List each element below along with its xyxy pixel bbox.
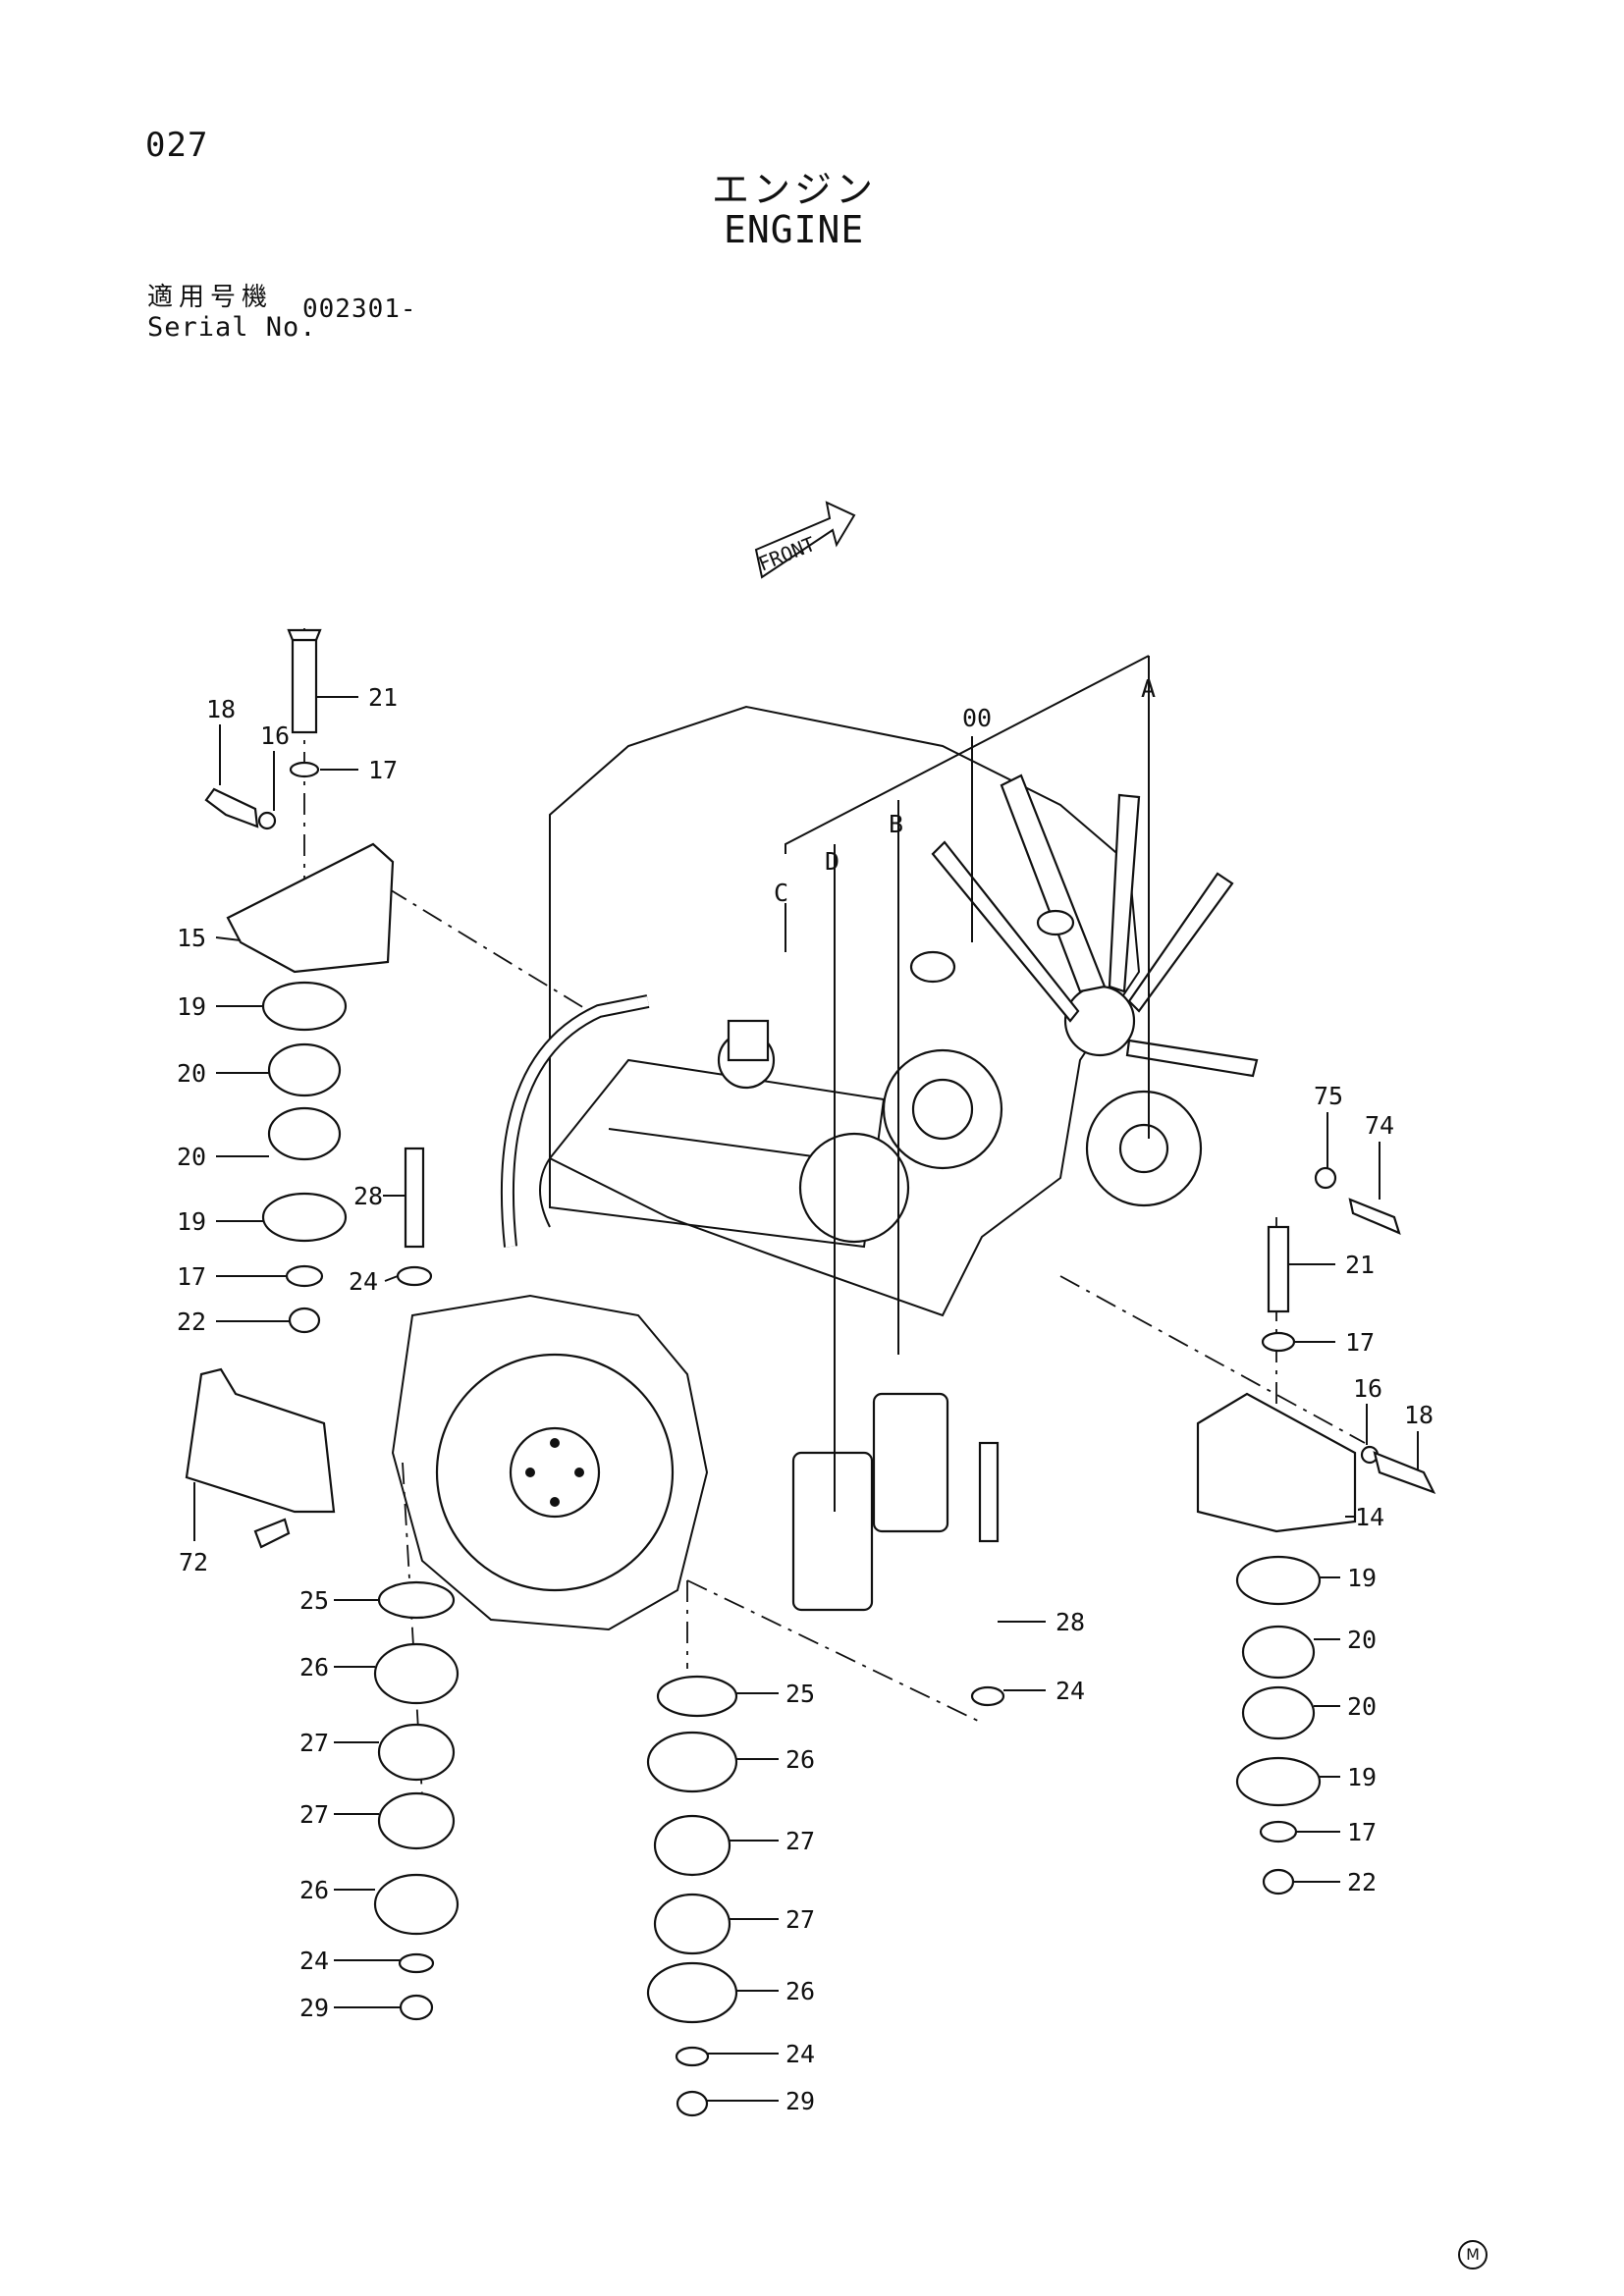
callout-25: 25	[299, 1586, 329, 1615]
page-title-japanese: エンジン	[712, 168, 878, 211]
callout-15: 15	[177, 924, 206, 952]
callout-19d: 19	[1347, 1763, 1377, 1791]
callout-27c: 27	[785, 1827, 815, 1855]
callout-17b: 17	[177, 1262, 206, 1291]
callout-26b: 26	[299, 1876, 329, 1904]
callout-00: 00	[962, 704, 992, 732]
callout-24b: 24	[299, 1947, 329, 1975]
callout-19b: 19	[177, 1207, 206, 1236]
right-mount-stack	[1196, 1166, 1436, 1896]
callout-22: 22	[177, 1308, 206, 1336]
callout-26d: 26	[785, 1977, 815, 2005]
callout-17d: 17	[1347, 1818, 1377, 1846]
callout-72: 72	[179, 1548, 208, 1576]
callout-74: 74	[1365, 1111, 1394, 1140]
callout-21: 21	[368, 683, 398, 712]
callout-14: 14	[1355, 1503, 1384, 1531]
reference-lines: A B C D 00	[774, 655, 1156, 1512]
left-lower-mount-stack	[373, 1580, 460, 2021]
callout-20: 20	[177, 1059, 206, 1088]
callout-D: D	[825, 847, 839, 876]
callout-27b: 27	[299, 1800, 329, 1829]
left-mount-stack	[185, 628, 433, 1549]
callout-20c: 20	[1347, 1626, 1377, 1654]
callout-24d: 24	[785, 2040, 815, 2068]
callout-27d: 27	[785, 1905, 815, 1934]
callout-A: A	[1141, 674, 1156, 703]
callout-C: C	[774, 879, 788, 907]
callout-25b: 25	[785, 1680, 815, 1708]
callout-24c: 24	[1056, 1677, 1085, 1705]
callout-labels: 21 17 18 16 15 19 20 20 19 17 22 28 24 7…	[177, 683, 1434, 2115]
callout-17: 17	[368, 756, 398, 784]
serial-number-value: 002301-	[302, 294, 417, 324]
callout-27: 27	[299, 1729, 329, 1757]
page-number: 027	[145, 126, 209, 165]
callout-16b: 16	[1353, 1374, 1382, 1403]
callout-18: 18	[206, 695, 236, 723]
callout-28b: 28	[1056, 1608, 1085, 1636]
front-arrow-label: FRONT	[755, 532, 819, 576]
callout-17c: 17	[1345, 1328, 1375, 1357]
callout-29b: 29	[785, 2087, 815, 2115]
callout-29: 29	[299, 1994, 329, 2022]
engine-assembly	[391, 705, 1259, 1631]
callout-19: 19	[177, 992, 206, 1021]
fan-icon	[931, 774, 1259, 1078]
callout-20d: 20	[1347, 1692, 1377, 1721]
front-arrow-icon: FRONT	[754, 501, 856, 579]
center-mount-stack	[646, 1441, 1005, 2117]
callout-18b: 18	[1404, 1401, 1434, 1429]
callout-B: B	[889, 810, 903, 838]
callout-26c: 26	[785, 1745, 815, 1774]
callout-75: 75	[1314, 1082, 1343, 1110]
callout-28: 28	[353, 1182, 383, 1210]
callout-16: 16	[260, 721, 290, 750]
callout-22b: 22	[1347, 1868, 1377, 1896]
manufacturer-mark: M	[1458, 2240, 1488, 2269]
serial-label-japanese: 適用号機	[147, 283, 274, 312]
callout-20b: 20	[177, 1143, 206, 1171]
callout-26: 26	[299, 1653, 329, 1682]
page-title: ENGINE	[724, 208, 865, 251]
callout-19c: 19	[1347, 1564, 1377, 1592]
callout-24: 24	[349, 1267, 378, 1296]
serial-label: Serial No.	[147, 312, 317, 343]
callout-21b: 21	[1345, 1251, 1375, 1279]
